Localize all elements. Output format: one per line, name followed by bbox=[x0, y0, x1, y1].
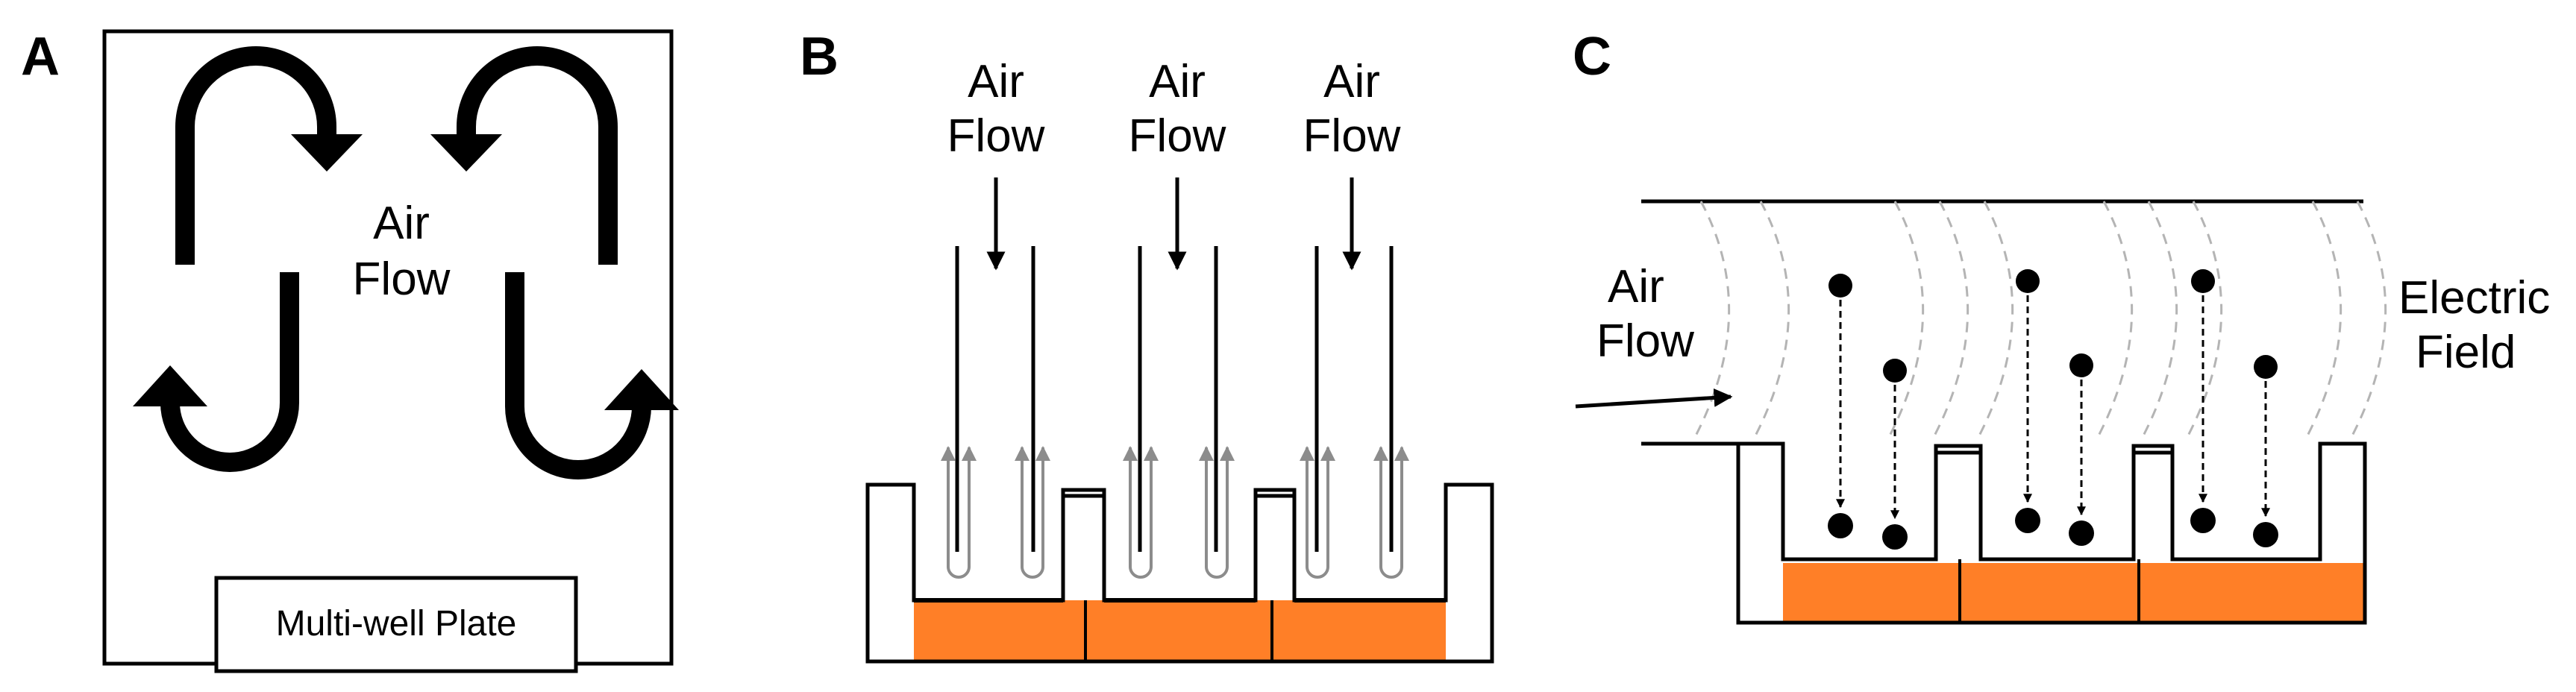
particle-airborne bbox=[2069, 353, 2093, 377]
flow-arrow-bottom-left bbox=[133, 272, 299, 472]
particle-airborne bbox=[1828, 274, 1852, 298]
panel-a: A Air Flow Multi-well Plate bbox=[21, 27, 679, 673]
c-well-plate-outline bbox=[1736, 441, 2367, 625]
electric-field-lines bbox=[1692, 201, 2387, 441]
inlet-tube-1 bbox=[955, 246, 1035, 552]
particle-deposited bbox=[2253, 522, 2278, 547]
particle-group-well-1 bbox=[1828, 274, 1908, 550]
multi-well-plate-label: Multi-well Plate bbox=[276, 604, 517, 644]
flow-arrow-top-right bbox=[430, 46, 618, 265]
particle-group-well-2 bbox=[2015, 269, 2094, 546]
electric-label: Electric bbox=[2398, 272, 2550, 324]
panel-b: B Air Flow Air Flow Air Flow bbox=[800, 27, 1494, 664]
c-well-liquid-2 bbox=[1960, 563, 2139, 623]
particle-deposited bbox=[2190, 508, 2216, 533]
inlet-tube-3 bbox=[1314, 246, 1394, 552]
flow-arrow-bottom-right bbox=[505, 272, 679, 479]
particle-deposited bbox=[2069, 520, 2094, 546]
particle-group-well-3 bbox=[2190, 269, 2278, 547]
particle-deposited bbox=[1828, 513, 1853, 538]
panel-c-airflow-arrow bbox=[1575, 388, 1733, 409]
well-liquid-1 bbox=[914, 600, 1085, 661]
inlet-3-air-label: Air bbox=[1323, 56, 1380, 107]
panel-a-letter: A bbox=[21, 27, 60, 86]
inlet-2-air-label: Air bbox=[1149, 56, 1206, 107]
inlet-tube-2 bbox=[1138, 246, 1218, 552]
inlet-1-air-label: Air bbox=[968, 56, 1024, 107]
inlet-2-flow-label: Flow bbox=[1129, 110, 1226, 162]
inlet-3-flow-label: Flow bbox=[1303, 110, 1401, 162]
particle-airborne bbox=[1883, 359, 1907, 383]
panel-c-letter: C bbox=[1573, 27, 1611, 86]
panel-c-flow-label: Flow bbox=[1596, 315, 1694, 367]
panel-a-air-label: Air bbox=[373, 198, 430, 249]
panel-b-letter: B bbox=[800, 27, 839, 86]
field-label: Field bbox=[2416, 327, 2516, 378]
particle-deposited bbox=[2015, 508, 2040, 533]
flow-arrow-top-left bbox=[175, 46, 363, 265]
return-flow-well-2 bbox=[1123, 446, 1235, 579]
particle-airborne bbox=[2016, 269, 2040, 293]
c-well-liquid-3 bbox=[2139, 563, 2365, 623]
particle-deposited bbox=[1882, 524, 1908, 550]
return-flow-well-1 bbox=[941, 446, 1050, 579]
panel-c-air-label: Air bbox=[1608, 261, 1664, 312]
c-well-liquid-1 bbox=[1783, 563, 1960, 623]
panel-c: C Air Flow Electric Field bbox=[1573, 27, 2550, 625]
multi-well-plate-box bbox=[214, 576, 578, 673]
inlet-1-flow-label: Flow bbox=[947, 110, 1045, 162]
return-flow-well-3 bbox=[1300, 446, 1409, 579]
well-liquid-2 bbox=[1085, 600, 1272, 661]
particle-airborne bbox=[2254, 355, 2278, 379]
panel-a-flow-label: Flow bbox=[353, 254, 451, 305]
particle-airborne bbox=[2191, 269, 2215, 293]
well-liquid-3 bbox=[1272, 600, 1446, 661]
